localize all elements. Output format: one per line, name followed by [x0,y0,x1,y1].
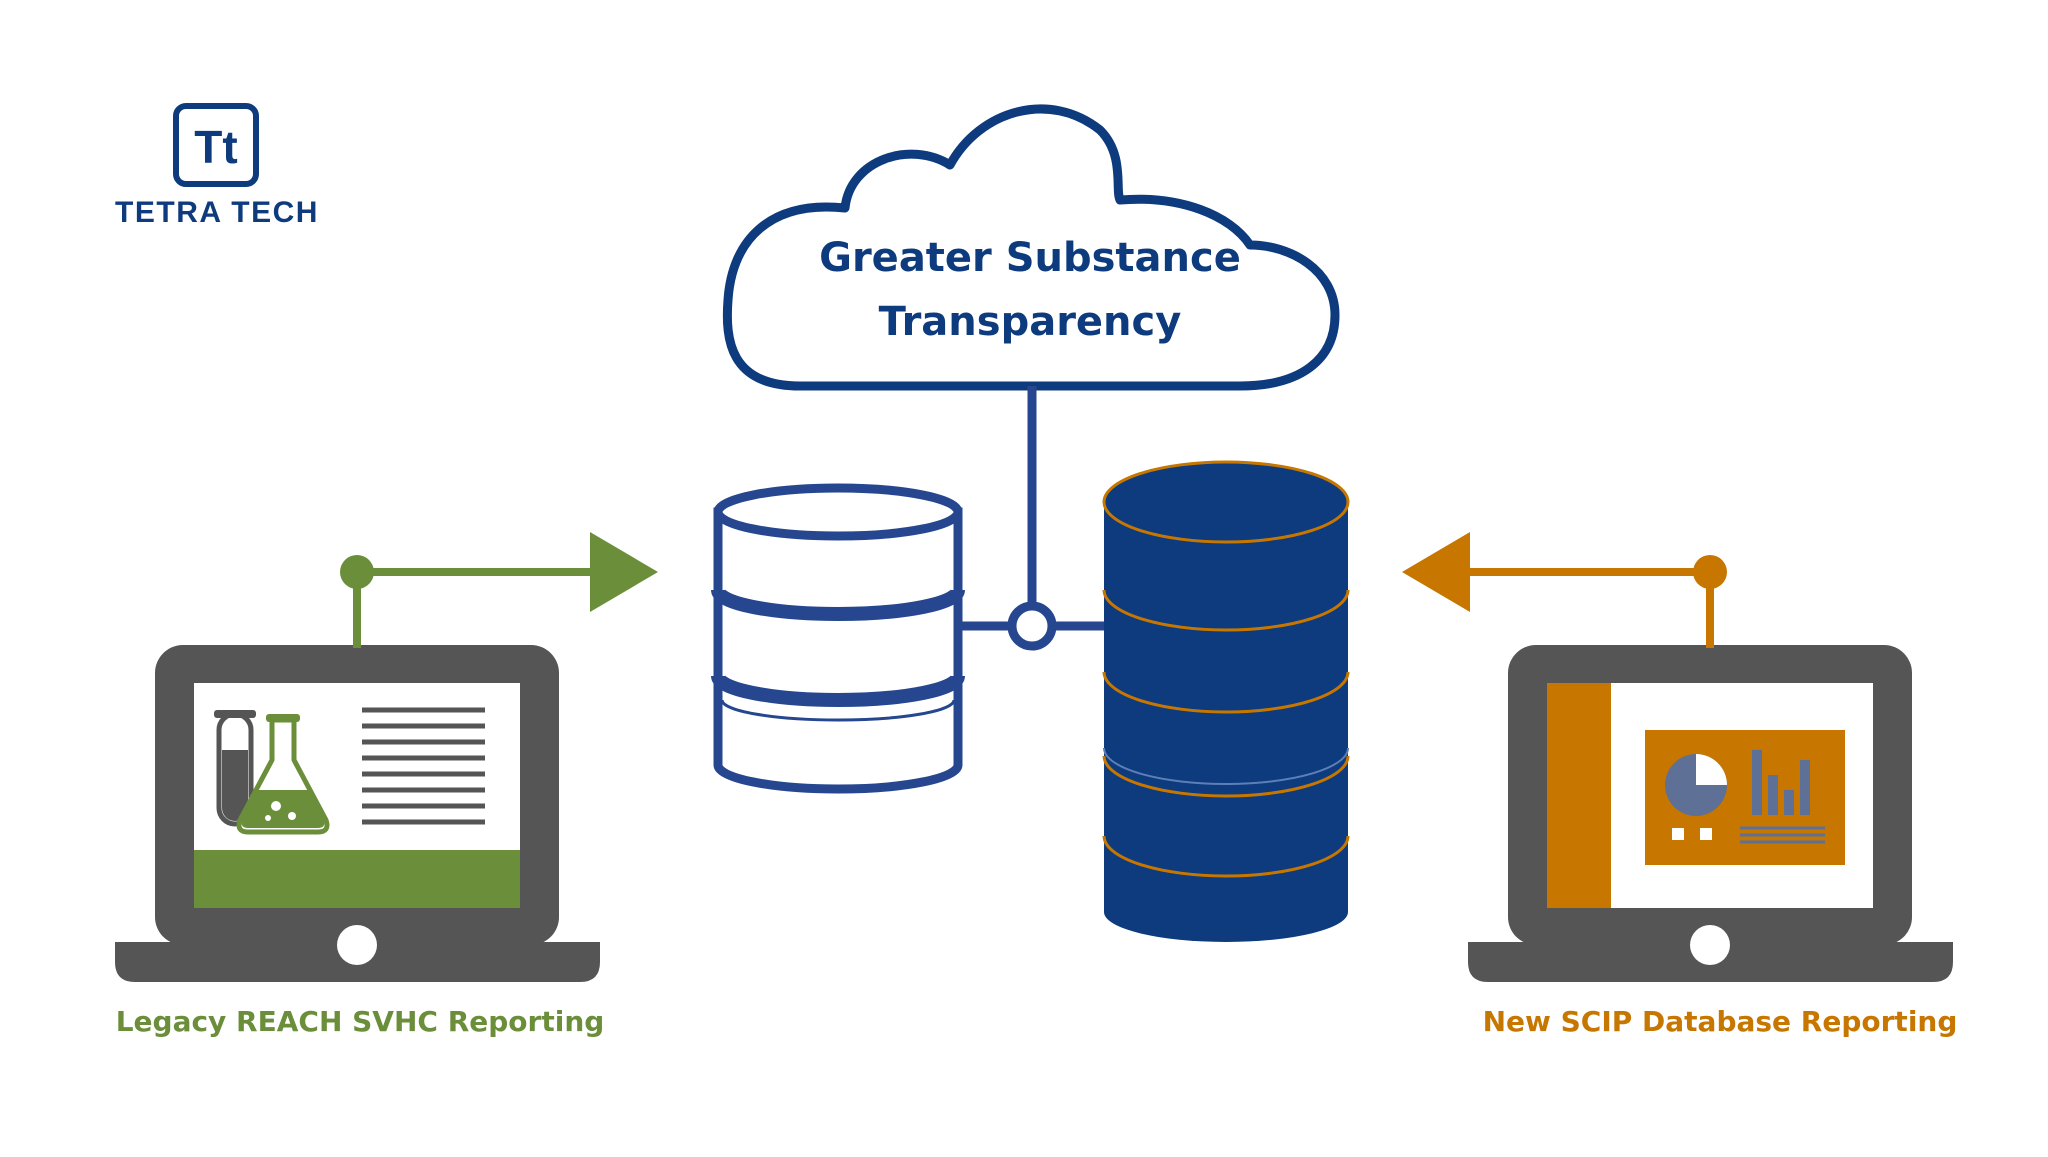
database-outline-icon [711,483,965,794]
database-filled-icon [1102,460,1350,942]
arrow-head-left [1402,532,1470,612]
flask-icon [236,714,330,835]
caption-legacy-reach: Legacy REACH SVHC Reporting [115,1005,605,1038]
tetra-tech-logo-icon: Tt [173,103,259,187]
dashboard-card [1645,730,1845,865]
green-arrow [340,532,658,648]
cloud-icon [722,104,1340,391]
dashboard-lines [1740,826,1825,844]
orange-side-panel [1547,683,1611,908]
junction-node [1007,601,1057,651]
connector-lines [955,386,1110,651]
test-tube-icon [214,710,256,827]
arrow-head-right [590,532,658,612]
laptop-lab-report-icon [115,645,600,982]
cloud-title-line-1: Greater Substance [819,235,1241,281]
pie-chart-icon [1665,754,1727,816]
cloud-title-line-2: Transparency [878,299,1182,345]
logo-wordmark: TETRA TECH [115,196,319,229]
laptop-camera-dot [337,925,377,965]
laptop-dashboard-icon [1468,645,1953,982]
cloud-title: Greater Substance Transparency [760,226,1300,354]
logo-monogram: Tt [194,121,237,173]
orange-arrow [1402,532,1727,648]
green-footer-bar [194,850,520,908]
document-lines [362,707,485,825]
caption-new-scip: New SCIP Database Reporting [1482,1005,1958,1038]
bar-chart-icon [1752,750,1810,815]
laptop-camera-dot [1690,925,1730,965]
